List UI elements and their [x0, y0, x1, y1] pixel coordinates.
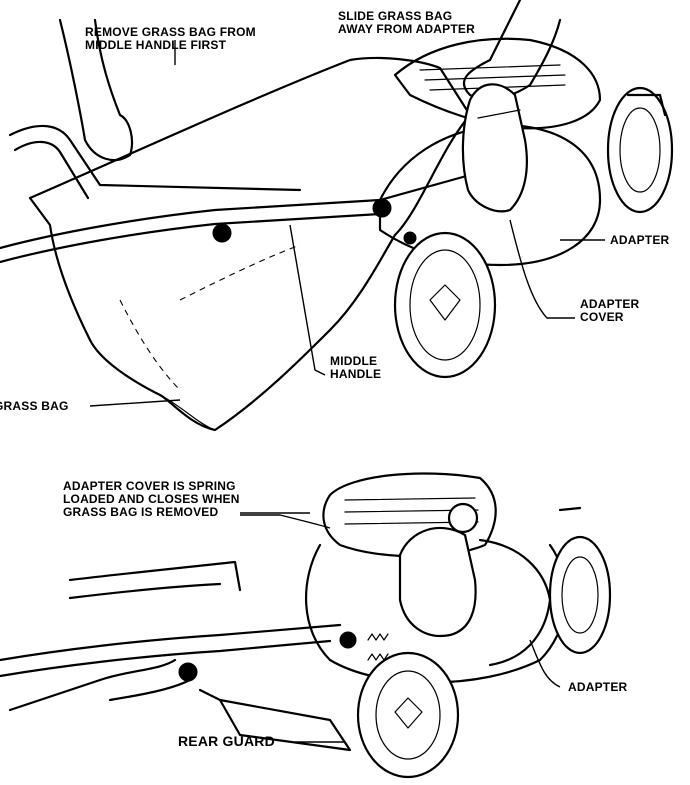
wheel-icon	[393, 231, 497, 379]
label-adapter-cover: ADAPTER COVER	[580, 298, 639, 324]
rear-guard-icon	[218, 698, 352, 752]
middle-handle-icon	[68, 560, 242, 592]
right-hand-icon	[462, 0, 562, 101]
label-line: AWAY FROM ADAPTER	[338, 22, 475, 36]
wheel-icon	[606, 86, 674, 214]
label-line: GRASS BAG IS REMOVED	[63, 505, 219, 519]
bottom-mower-without-bag	[0, 472, 612, 779]
label-adapter-top: ADAPTER	[610, 233, 670, 247]
label-line: REMOVE GRASS BAG FROM	[85, 25, 256, 39]
label-line: COVER	[580, 310, 624, 324]
label-line: HANDLE	[330, 367, 382, 381]
label-line: LOADED AND CLOSES WHEN	[63, 492, 240, 506]
label-adapter-cover-note: ADAPTER COVER IS SPRING LOADED AND CLOSE…	[63, 480, 240, 519]
label-grass-bag: GRASS BAG	[0, 399, 69, 413]
engine-icon	[322, 472, 497, 558]
label-remove-grass-bag: REMOVE GRASS BAG FROM MIDDLE HANDLE FIRS…	[85, 26, 256, 52]
adapter-cover-icon	[461, 83, 528, 213]
label-line: MIDDLE HANDLE FIRST	[85, 38, 227, 52]
wheel-icon	[548, 535, 612, 655]
label-rear-guard: REAR GUARD	[178, 733, 275, 749]
knob-icon	[339, 631, 357, 649]
left-hand-icon	[98, 658, 192, 702]
label-adapter-bottom: ADAPTER	[568, 680, 628, 694]
wheel-icon	[356, 651, 460, 779]
middle-handle-icon	[0, 173, 472, 250]
grass-bag-icon	[28, 56, 472, 432]
adapter-cover-icon	[398, 526, 477, 638]
label-middle-handle: MIDDLE HANDLE	[330, 355, 381, 381]
label-line: ADAPTER COVER IS SPRING	[63, 479, 236, 493]
label-line: SLIDE GRASS BAG	[338, 9, 453, 23]
top-mower-with-bag	[0, 0, 674, 432]
label-line: ADAPTER	[580, 297, 640, 311]
label-slide-grass-bag: SLIDE GRASS BAG AWAY FROM ADAPTER	[338, 10, 475, 36]
knob-icon	[372, 198, 392, 218]
left-hand-icon	[58, 18, 134, 162]
label-line: MIDDLE	[330, 354, 378, 368]
knob-icon	[178, 662, 198, 682]
knob-icon	[212, 223, 232, 243]
